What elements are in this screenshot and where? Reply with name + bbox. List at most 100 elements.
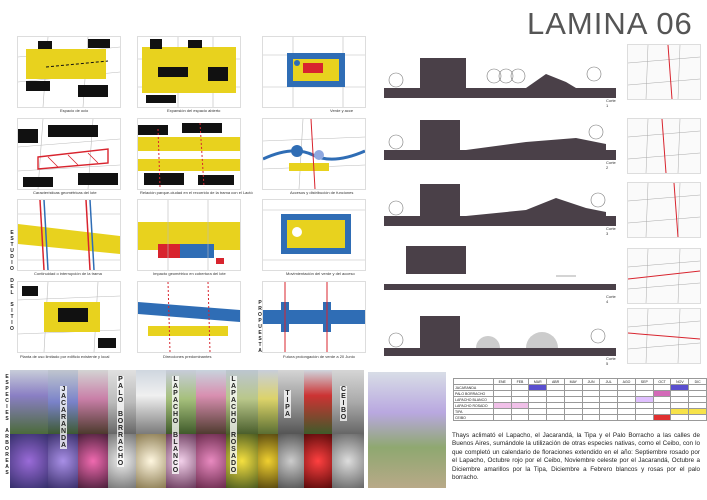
diagram-espacio-ocio [17,36,121,108]
calendar-cell [617,414,636,421]
caption-3: Verde y acce [330,108,354,113]
key-plan-drawing [627,182,701,238]
calendar-cell [528,414,548,421]
diagram-drawing [138,282,240,352]
diagram-drawing [138,37,240,107]
caption-7: Continuidad o interrupción de la trama [34,271,102,276]
diagram-drawing [263,119,365,189]
section-key-plan-1 [627,44,701,100]
photo-flower-7 [196,434,226,488]
section-key-plan-4 [627,248,701,304]
diagram-impacto-geometrico [137,199,241,271]
species-tipa: TIPA [284,390,291,418]
section-corte-5: Corte 5 [376,300,616,368]
diagram-geometria-lote [17,118,121,190]
diagram-drawing [138,122,240,188]
section-drawing [384,58,616,98]
photo-flower-5 [136,434,166,488]
calendar-row: CEIBO [453,414,707,421]
species-ceibo: CEIBO [340,386,347,421]
photo-tree-6 [166,370,196,434]
diagram-accesos-funciones [262,118,366,190]
photo-tree-9 [258,370,278,434]
calendar-cell [546,414,565,421]
calendar-cell [563,414,583,421]
calendar-cell [670,414,690,421]
photo-park-jacaranda [368,372,446,488]
caption-8: Impacto geométrico en cobertura del lote [153,271,226,276]
corte-label-1: Corte 1 [606,98,616,108]
corte-label-3: Corte 3 [606,226,616,236]
section-corte-2: Corte 2 [376,110,616,178]
photo-flower-3 [78,434,108,488]
corte-label-2: Corte 2 [606,160,616,170]
photo-tree-7 [196,370,226,434]
label-propuesta: PROPUESTA [257,300,263,354]
calendar-cell [634,414,654,421]
caption-12: Futura prolongación de verde a 20 Junio [283,354,355,359]
description-text: Thays aclimató el Lapacho, el Jacarandá,… [452,432,700,482]
key-plan-drawing [627,118,701,174]
section-corte-4: Corte 4 [376,240,616,308]
diagram-futura-prolongacion [262,281,366,353]
page-title: LAMINA 06 [527,6,693,41]
corte-label-5: Corte 5 [606,356,616,366]
diagram-drawing [263,37,365,107]
caption-4: Características geométricas del lote [33,190,97,195]
calendar-cell [599,414,619,421]
section-key-plan-2 [627,118,701,174]
calendar-cell [652,414,672,421]
calendar-row: LAPACHO BLANCO [453,396,707,403]
photo-flower-11 [304,434,332,488]
photo-tree-5 [136,370,166,434]
photo-flower-12 [332,434,364,488]
diagram-drawing [18,200,120,270]
photo-flower-6 [166,434,196,488]
section-drawing [384,316,616,356]
section-drawing [384,120,616,160]
corte-label-4: Corte 4 [606,294,616,304]
photo-tree-11 [304,370,332,434]
key-plan-drawing [627,44,701,100]
key-plan-drawing [627,248,701,304]
diagram-drawing [18,37,120,107]
caption-9: Movimientación del verde y del acceso [286,271,355,276]
diagram-relacion-parque-ciudad [137,118,241,190]
caption-1: Espacio de ocio [60,108,89,113]
diagram-drawing [263,209,365,261]
photo-tree-3 [78,370,108,434]
species-lapacho-rosado: LAPACHO ROSADO [230,376,237,474]
caption-5: Relación parque-ciudad en el recorrido d… [140,190,253,195]
photo-flower-10 [278,434,304,488]
caption-10: Planta de uso limitado por edificio exis… [20,354,110,359]
section-key-plan-5 [627,308,701,364]
diagram-movimientacion-verde [262,199,366,271]
photo-flower-1 [10,434,48,488]
calendar-cell [688,414,707,421]
caption-11: Direcciones predominantes [163,354,212,359]
caption-2: Expansión del espacio abierto [167,108,221,113]
species-jacaranda: JACARANDA [60,386,67,449]
photo-tree-10 [278,370,304,434]
diagram-direcciones [137,281,241,353]
diagram-drawing [18,119,120,189]
diagram-drawing [263,282,365,352]
calendar-cell [510,414,530,421]
photo-tree-12 [332,370,364,434]
diagram-drawing [138,200,240,270]
section-corte-3: Corte 3 [376,176,616,244]
calendar-row: PALO BORRACHO [453,390,707,397]
label-estudio-del-sitio: ESTUDIO DEL SITIO [9,230,15,332]
photo-tree-1 [10,370,48,434]
diagram-expansion [137,36,241,108]
diagram-planta-uso [17,281,121,353]
diagram-drawing [18,282,120,352]
species-lapacho-blanco: LAPACHO BLANCO [172,376,179,474]
label-especies-arboreas: ESPECIES ARBOREAS [4,374,10,476]
section-drawing [384,246,616,290]
section-corte-1: Corte 1 [376,40,616,108]
section-key-plan-3 [627,182,701,238]
key-plan-drawing [627,308,701,364]
